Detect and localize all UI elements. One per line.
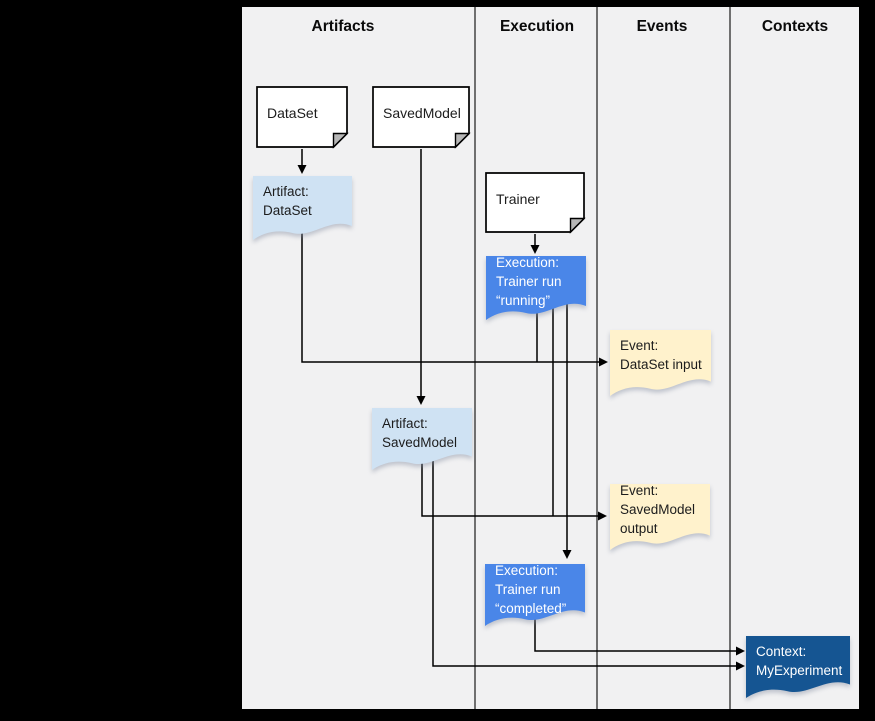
document-shape [746, 636, 850, 698]
trainer-node: Trainer [485, 172, 586, 234]
document-shape [372, 408, 472, 470]
column-header-artifacts: Artifacts [311, 18, 375, 35]
dataset-node: DataSet [256, 86, 349, 149]
execution-completed-node: Execution: Trainer run “completed” [485, 563, 585, 626]
execution-running-node: Execution: Trainer run “running” [486, 255, 586, 320]
folded-corner-icon [569, 217, 586, 234]
savedmodel-node: SavedModel [372, 86, 471, 149]
document-shape [610, 330, 711, 396]
column-header-events: Events [636, 18, 688, 35]
document-shape [485, 564, 585, 626]
artifact-dataset-node: Artifact: DataSet [253, 176, 352, 240]
event-dataset-input-node: Event: DataSet input [610, 330, 711, 396]
note-shape [372, 86, 470, 148]
document-shape [610, 484, 710, 550]
artifact-savedmodel-node: Artifact: SavedModel [372, 408, 472, 470]
folded-corner-icon [332, 132, 349, 149]
note-shape [485, 172, 585, 233]
column-header-execution: Execution [499, 18, 575, 35]
event-savedmodel-output-node: Event: SavedModel output [610, 483, 710, 550]
column-header-contexts: Contexts [761, 18, 829, 35]
document-shape [253, 176, 352, 240]
document-shape [486, 256, 586, 320]
folded-corner-icon [454, 132, 471, 149]
context-myexperiment-node: Context: MyExperiment [746, 636, 850, 698]
